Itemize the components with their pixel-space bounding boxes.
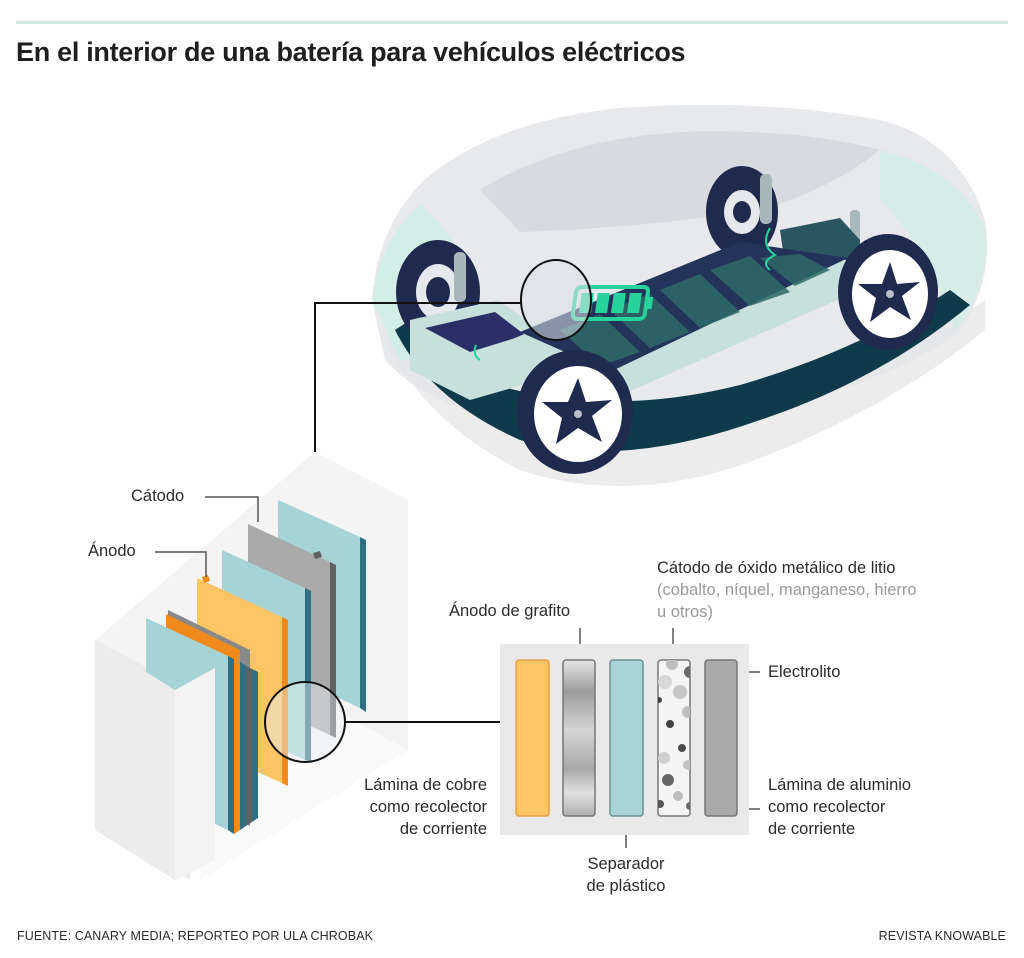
label-aluminum-foil: Lámina de aluminio como recolector de co… <box>768 774 911 840</box>
source-credit: FUENTE: CANARY MEDIA; REPORTEO POR ULA C… <box>17 929 374 943</box>
magnifier-circle-cell <box>264 681 346 763</box>
layer-aluminum-foil <box>704 659 738 817</box>
label-cathode-materials-line2: u otros) <box>657 603 713 621</box>
suspension-post <box>760 174 772 224</box>
wheel-front-right <box>838 234 938 350</box>
connector-line-car <box>314 302 521 452</box>
cathode-tab <box>313 551 322 559</box>
label-plastic-separator: Separador de plástico <box>566 853 686 897</box>
label-cathode-materials-line1: (cobalto, níquel, manganeso, hierro <box>657 581 917 599</box>
car-window <box>480 131 880 232</box>
magnifier-circle-car <box>520 259 592 341</box>
label-copper-foil: Lámina de cobre como recolector de corri… <box>340 774 487 840</box>
label-copper-foil-line2: como recolector <box>369 798 487 816</box>
layer-detail-panel <box>500 644 749 835</box>
label-graphite-anode: Ánodo de grafito <box>449 602 571 620</box>
layer-copper-foil <box>515 659 550 817</box>
label-aluminum-foil-line1: Lámina de aluminio <box>768 776 912 794</box>
label-separator-line1: Separador <box>587 855 665 873</box>
battery-cell-stack <box>95 452 408 880</box>
publisher-credit: REVISTA KNOWABLE <box>878 929 1006 943</box>
label-anode: Ánodo <box>88 542 136 560</box>
car-glass-tint-rear <box>880 150 986 330</box>
layer-lithium-oxide-cathode <box>657 659 691 817</box>
car-illustration <box>372 104 988 486</box>
power-cable <box>765 227 778 271</box>
label-separator-line2: de plástico <box>586 877 666 895</box>
label-copper-foil-line3: de corriente <box>399 820 487 838</box>
label-electrolyte: Electrolito <box>768 663 841 681</box>
suspension-post <box>454 252 466 302</box>
label-lithium-oxide-cathode: Cátodo de óxido metálico de litio <box>657 559 896 577</box>
label-aluminum-foil-line3: de corriente <box>768 820 856 838</box>
label-cathode: Cátodo <box>131 487 185 505</box>
label-aluminum-foil-line2: como recolector <box>768 798 886 816</box>
top-rule <box>16 21 1008 24</box>
layer-graphite-anode <box>562 659 596 817</box>
label-copper-foil-line1: Lámina de cobre <box>364 776 487 794</box>
wheel-front-left <box>517 350 633 474</box>
layer-plastic-separator <box>609 659 644 817</box>
anode-tab <box>202 575 210 583</box>
page-title: En el interior de una batería para vehíc… <box>16 37 686 67</box>
